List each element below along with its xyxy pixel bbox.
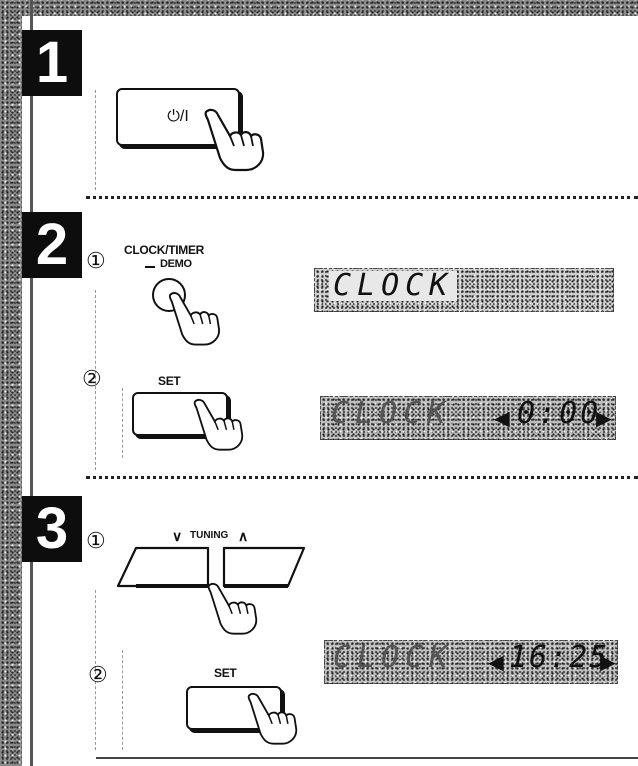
pointing-hand-icon bbox=[204, 108, 265, 172]
substep-1-marker: ① bbox=[86, 528, 106, 553]
clock-timer-label: CLOCK/TIMER bbox=[124, 243, 205, 257]
chevron-down-icon: ∨ bbox=[172, 528, 183, 544]
display-clock-text: CLOCK bbox=[329, 271, 458, 301]
substep-1-marker: ① bbox=[86, 248, 106, 273]
blink-arrow-icon: ◄ bbox=[489, 403, 515, 433]
section-divider bbox=[86, 196, 638, 199]
display-clock-time: CLOCK ◄ 16:25 ► bbox=[324, 640, 618, 684]
pointing-hand-icon bbox=[193, 398, 244, 451]
guide-line bbox=[95, 90, 96, 190]
substep-2-marker: ② bbox=[82, 366, 102, 391]
tuning-down-button[interactable] bbox=[118, 548, 208, 586]
display-clock-setting: CLOCK ◄ 0:00 ► bbox=[320, 396, 616, 440]
guide-line bbox=[95, 590, 96, 750]
scan-border-left bbox=[0, 0, 22, 766]
set-label: SET bbox=[158, 374, 181, 388]
bottom-rule bbox=[96, 757, 638, 759]
pointing-hand-icon bbox=[247, 692, 298, 745]
blink-arrow-icon: ► bbox=[591, 403, 616, 433]
step-1-number: 1 bbox=[35, 30, 69, 95]
display-clock-time-left: CLOCK bbox=[333, 640, 454, 675]
pointing-hand-icon bbox=[207, 582, 258, 635]
substep-2-marker: ② bbox=[88, 662, 108, 687]
scan-border-top bbox=[0, 0, 638, 16]
step-3-badge: 3 bbox=[22, 496, 82, 562]
display-clock-setting-left: CLOCK bbox=[331, 396, 452, 431]
chevron-up-icon: ∧ bbox=[238, 528, 249, 544]
dash-mark bbox=[145, 266, 155, 268]
step-2-badge: 2 bbox=[22, 212, 82, 278]
display-clock-time-right: 16:25 bbox=[509, 640, 610, 675]
power-button-label: ⏻/I bbox=[167, 108, 189, 125]
step-2-number: 2 bbox=[35, 212, 69, 277]
step-3-number: 3 bbox=[35, 496, 69, 561]
step-1-badge: 1 bbox=[22, 30, 82, 96]
tuning-label: TUNING bbox=[190, 530, 229, 541]
pointing-hand-icon bbox=[168, 292, 220, 346]
set-label: SET bbox=[214, 666, 237, 680]
guide-line bbox=[122, 650, 123, 750]
demo-label: DEMO bbox=[160, 258, 192, 270]
guide-line bbox=[95, 290, 96, 470]
blink-arrow-icon: ◄ bbox=[483, 647, 509, 677]
blink-arrow-icon: ► bbox=[595, 649, 617, 675]
margin-line bbox=[30, 0, 33, 766]
tuning-buttons bbox=[116, 546, 306, 588]
display-clock: CLOCK bbox=[314, 268, 614, 312]
section-divider bbox=[86, 476, 638, 479]
display-clock-setting-right: 0:00 bbox=[517, 396, 602, 431]
guide-line bbox=[122, 388, 123, 458]
